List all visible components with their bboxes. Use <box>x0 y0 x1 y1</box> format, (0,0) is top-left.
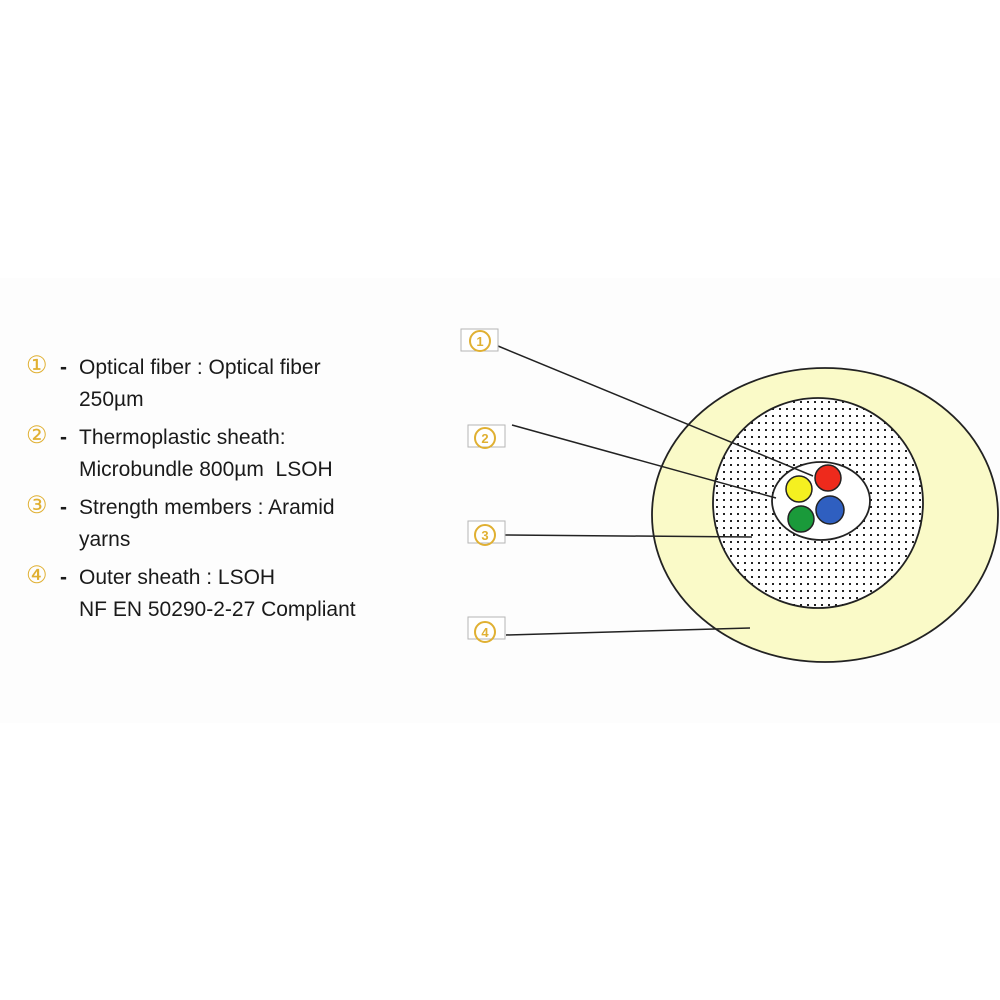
callout-3: 3 <box>467 520 506 546</box>
legend-item-thermoplastic-sheath: ② - Thermoplastic sheath: Microbundle 80… <box>26 422 426 486</box>
legend-text: NF EN 50290-2-27 Compliant <box>79 598 356 621</box>
svg-text:4: 4 <box>481 625 489 640</box>
number-1-icon: ① <box>26 352 48 379</box>
svg-text:2: 2 <box>481 431 488 446</box>
legend-text: Outer sheath : LSOH <box>79 566 276 589</box>
leader-line-4 <box>505 627 751 636</box>
legend-text: yarns <box>79 528 131 551</box>
callout-4: 4 <box>467 616 506 643</box>
legend-dash: - <box>60 496 67 519</box>
legend-item-outer-sheath: ④ - Outer sheath : LSOH NF EN 50290-2-27… <box>26 562 426 626</box>
legend-text: Strength members : Aramid <box>79 496 335 519</box>
legend-dash: - <box>60 566 67 589</box>
fiber-yellow <box>785 475 813 503</box>
leader-line-3 <box>503 534 753 538</box>
legend: ① - Optical fiber : Optical fiber 250µm … <box>26 352 426 632</box>
legend-item-strength-members: ③ - Strength members : Aramid yarns <box>26 492 426 556</box>
fiber-red <box>814 464 842 492</box>
svg-text:3: 3 <box>481 528 488 543</box>
callout-2: 2 <box>467 424 506 449</box>
legend-dash: - <box>60 356 67 379</box>
leader-line-2 <box>511 424 777 499</box>
leader-line-1 <box>497 345 814 477</box>
legend-item-optical-fiber: ① - Optical fiber : Optical fiber 250µm <box>26 352 426 416</box>
number-4-icon: ④ <box>26 562 48 589</box>
svg-text:1: 1 <box>476 334 483 349</box>
legend-text: Optical fiber : Optical fiber <box>79 356 321 379</box>
fiber-green <box>787 505 815 533</box>
number-3-icon: ③ <box>26 492 48 519</box>
fiber-blue <box>815 495 845 525</box>
callout-1: 1 <box>460 328 499 352</box>
legend-text: Thermoplastic sheath: <box>79 426 286 449</box>
legend-text: Microbundle 800µm LSOH <box>79 458 333 481</box>
number-2-icon: ② <box>26 422 48 449</box>
legend-text: 250µm <box>79 388 144 411</box>
legend-dash: - <box>60 426 67 449</box>
